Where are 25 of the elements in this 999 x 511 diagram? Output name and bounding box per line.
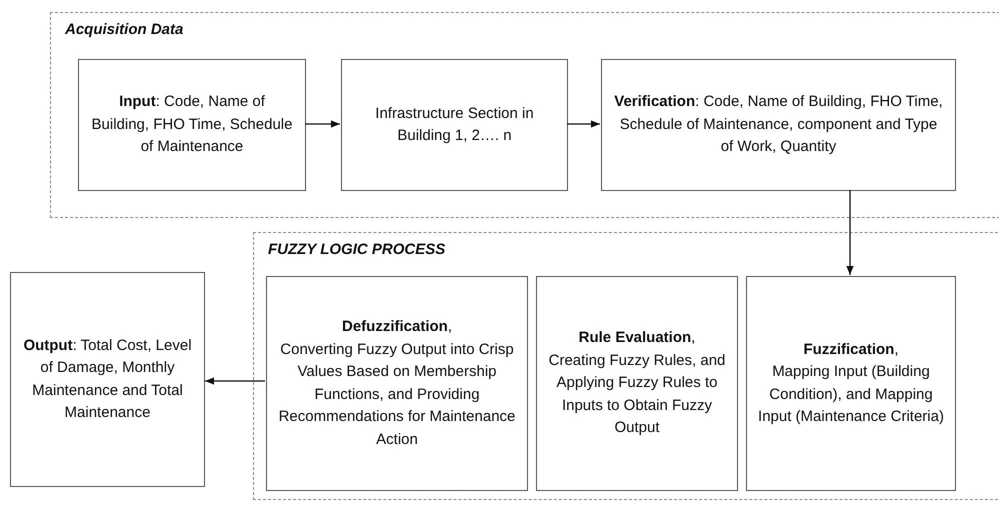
arrow xyxy=(205,377,265,385)
process-box xyxy=(266,276,528,491)
box-text: Converting Fuzzy Output into Crisp Values Based on Membership Functions, and Providing Recommendations for Maintenance Action xyxy=(278,340,516,450)
box-text: Output: Total Cost, Level of Damage, Monthly Maintenance and Total Maintenance xyxy=(22,336,193,423)
box-text: Fuzzification, xyxy=(804,340,898,360)
box-text: Defuzzification, xyxy=(342,317,452,337)
box-text: Verification: Code, Name of Building, FHO Time, Schedule of Maintenance, component and Type of Work, Quantity xyxy=(613,92,944,158)
dashed-group-frame xyxy=(50,12,999,218)
group-title: FUZZY LOGIC PROCESS xyxy=(268,241,446,258)
arrow xyxy=(567,120,600,128)
box-text: Creating Fuzzy Rules, and Applying Fuzzy Rules to Inputs to Obtain Fuzzy Output xyxy=(548,350,726,438)
process-box xyxy=(10,272,205,487)
box-text: Mapping Input (Building Condition), and Mapping Input (Maintenance Criteria) xyxy=(757,362,945,427)
process-box xyxy=(746,276,956,491)
process-box xyxy=(601,59,956,191)
process-box xyxy=(78,59,306,191)
box-text: Infrastructure Section in Building 1, 2…. n xyxy=(374,104,535,146)
arrow xyxy=(846,190,854,275)
group-title: Acquisition Data xyxy=(65,21,184,38)
arrow xyxy=(305,120,340,128)
process-box xyxy=(536,276,738,491)
process-box xyxy=(341,59,568,191)
dashed-group-frame xyxy=(253,232,999,500)
box-text: Rule Evaluation, xyxy=(578,328,696,348)
box-text: Input: Code, Name of Building, FHO Time, Schedule of Maintenance xyxy=(90,92,294,158)
